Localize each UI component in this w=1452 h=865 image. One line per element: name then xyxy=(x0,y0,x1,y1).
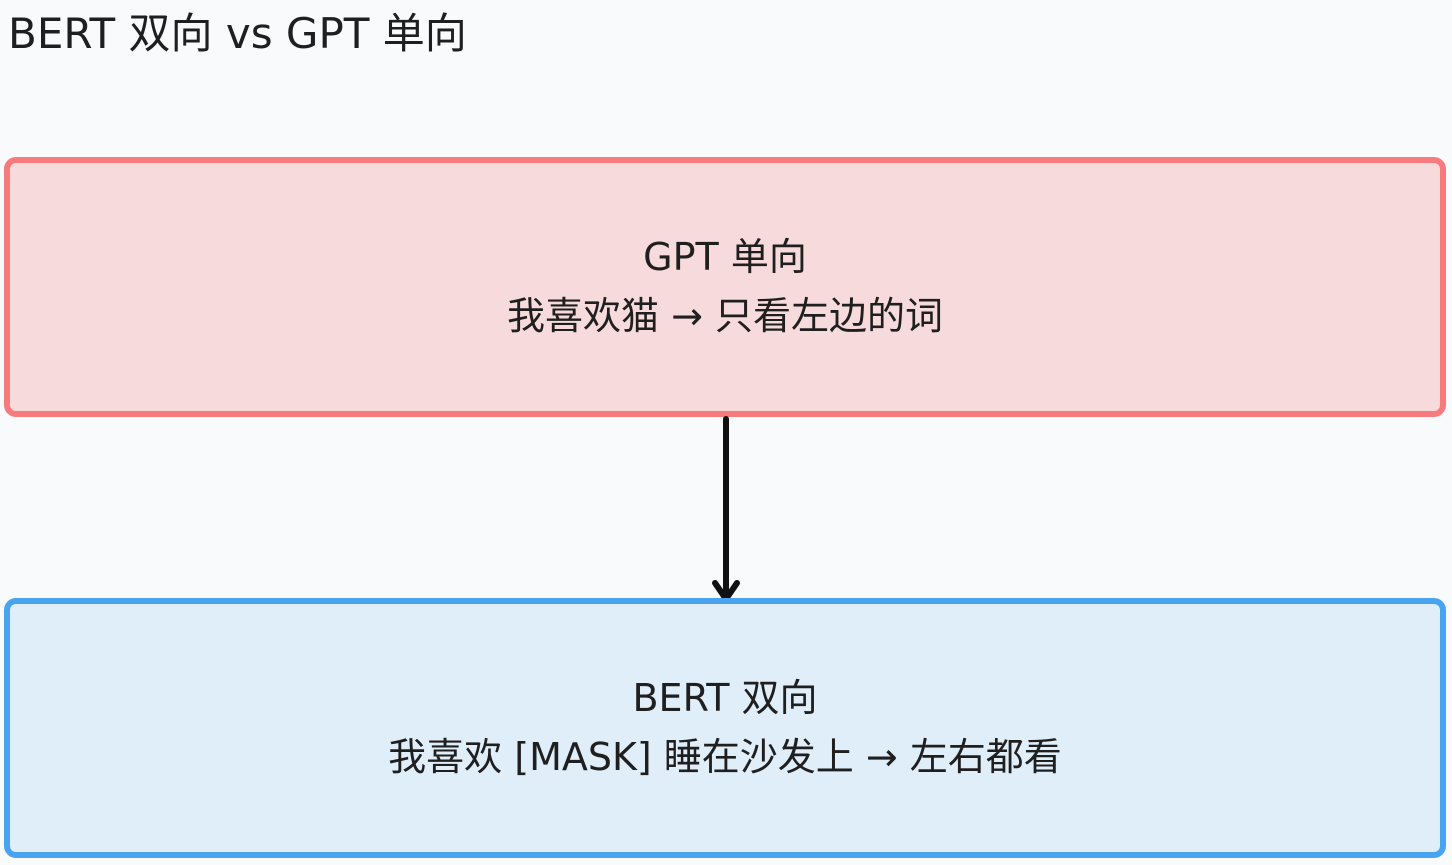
gpt-node-description: 我喜欢猫 → 只看左边的词 xyxy=(507,294,943,338)
gpt-node-title: GPT 单向 xyxy=(643,235,807,279)
arrow-head xyxy=(712,580,740,602)
diagram-title: BERT 双向 vs GPT 单向 xyxy=(8,9,467,58)
gpt-unidirectional-node: GPT 单向 我喜欢猫 → 只看左边的词 xyxy=(4,157,1446,417)
bert-node-title: BERT 双向 xyxy=(632,676,818,720)
bert-node-description: 我喜欢 [MASK] 睡在沙发上 → 左右都看 xyxy=(388,735,1062,779)
bert-bidirectional-node: BERT 双向 我喜欢 [MASK] 睡在沙发上 → 左右都看 xyxy=(4,598,1446,858)
